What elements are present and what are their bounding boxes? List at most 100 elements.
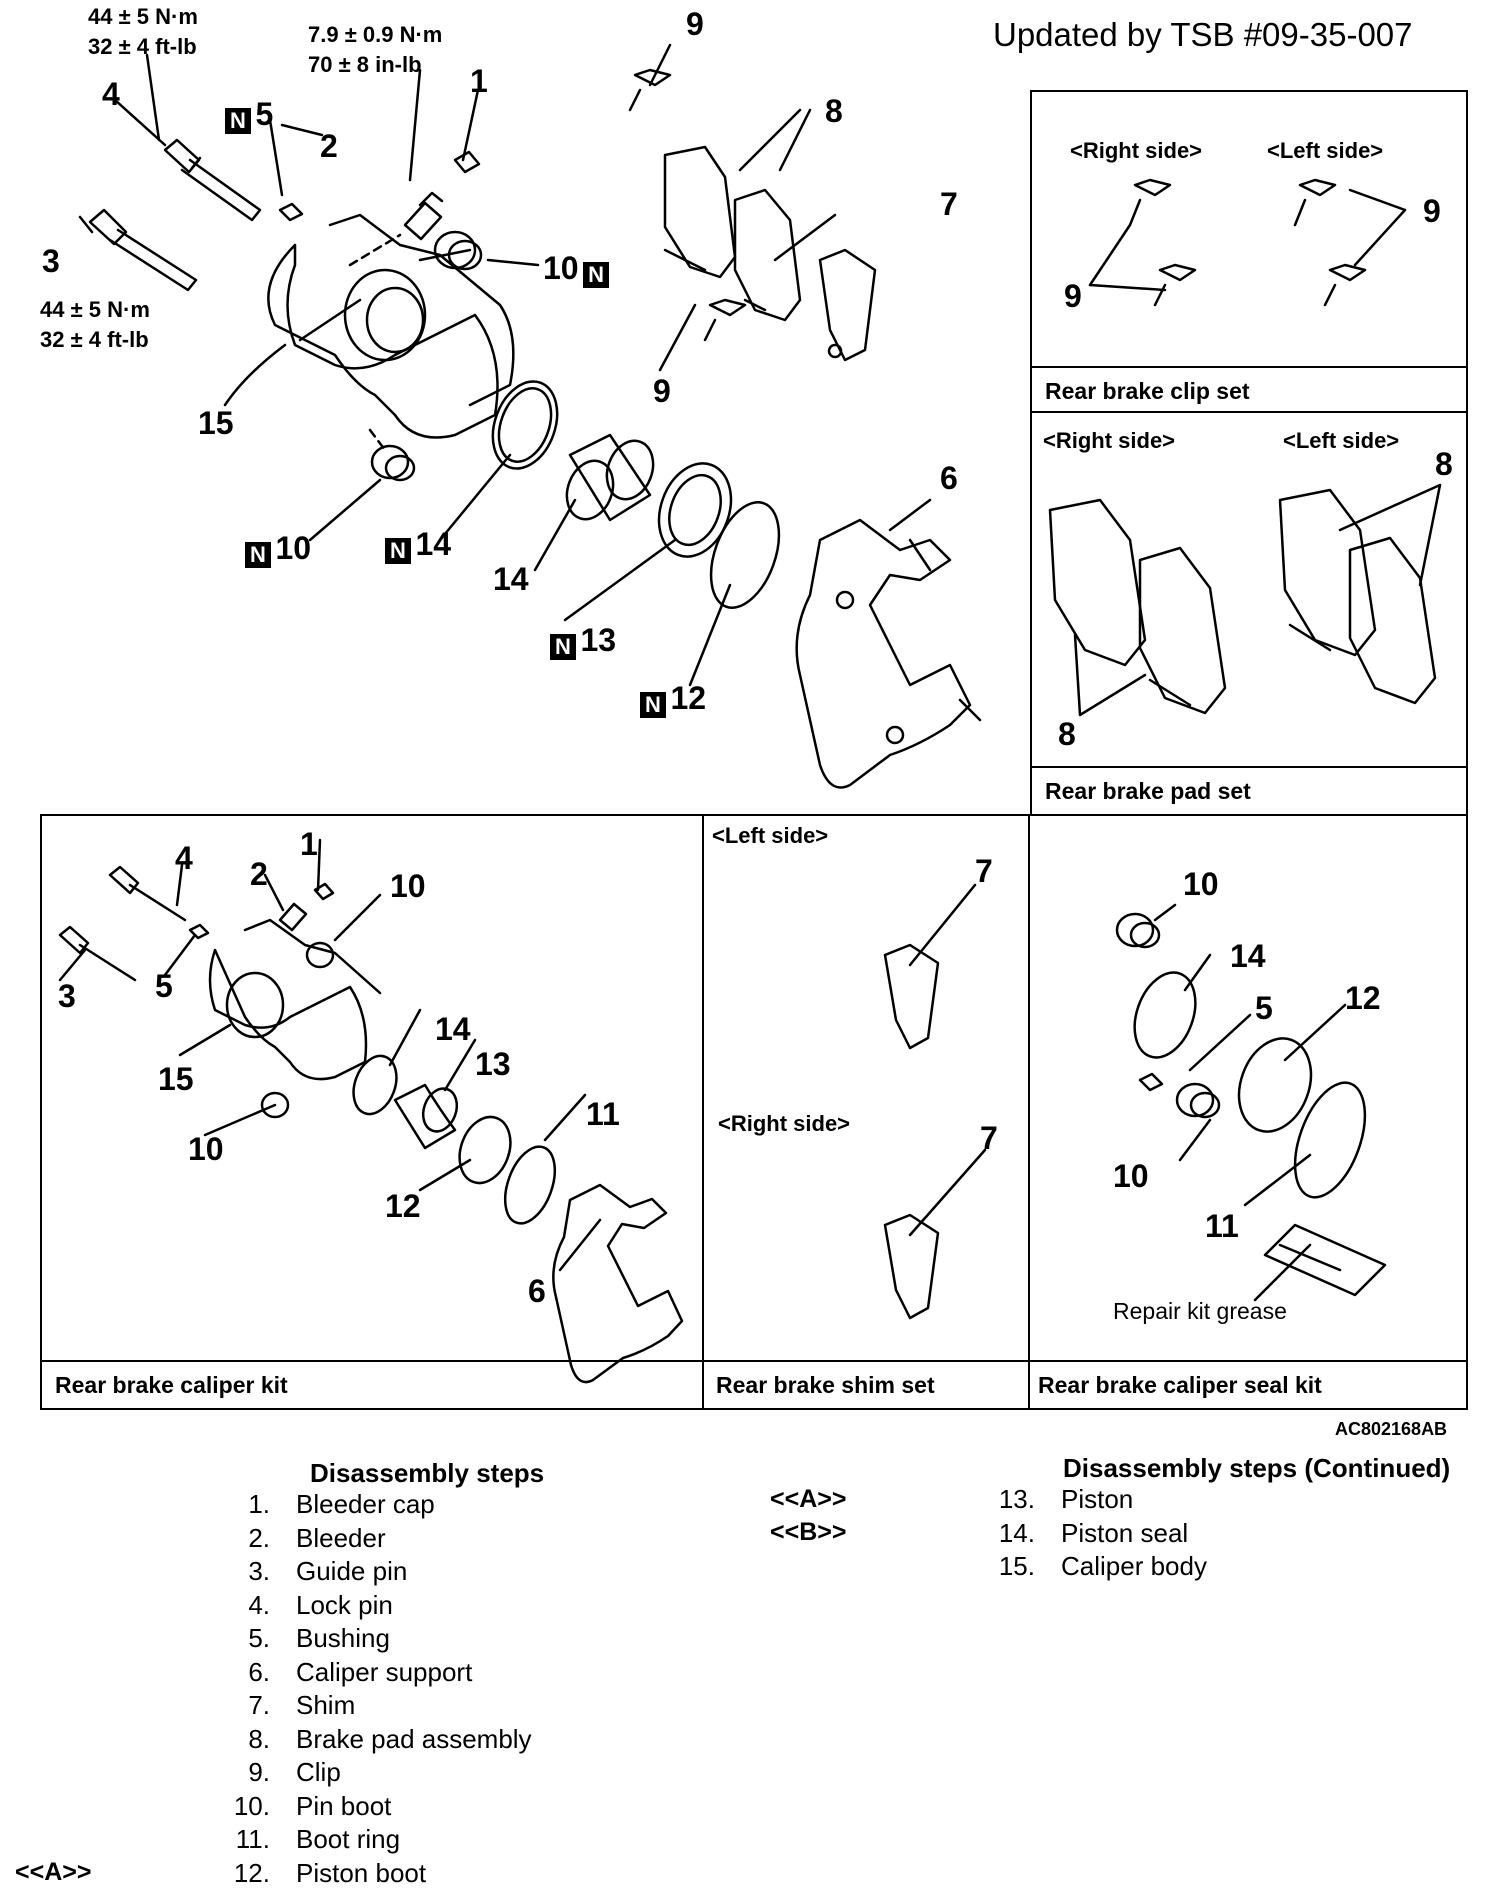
new-part-badge: N — [640, 692, 666, 718]
steps-list-left: 1.Bleeder cap 2.Bleeder 3.Guide pin 4.Lo… — [210, 1488, 532, 1890]
steps-list-right: 13.Piston 14.Piston seal 15.Caliper body — [975, 1483, 1207, 1584]
kit-callout-3: 3 — [58, 980, 76, 1012]
shim-set-right-label: <Right side> — [718, 1113, 850, 1135]
callout-8: 8 — [825, 95, 843, 127]
torque-lock-pin-ftlb: 32 ± 4 ft-lb — [88, 32, 198, 62]
step-row: 1.Bleeder cap — [210, 1488, 532, 1522]
new-part-badge: N — [583, 262, 609, 288]
callout-9-top: 9 — [686, 8, 704, 40]
seal-callout-5: 5 — [1255, 992, 1273, 1024]
callout-13: 14 — [493, 563, 529, 595]
callout-5-group: N 5 — [225, 98, 273, 134]
shim-set-caption: Rear brake shim set — [716, 1374, 935, 1397]
step-row: 4.Lock pin — [210, 1589, 532, 1623]
shim-set-callout-7-left: 7 — [975, 855, 993, 887]
ref-piston-boot: <<A>> — [15, 1860, 91, 1885]
callout-14: 14 — [415, 526, 451, 562]
pad-set-right-label: <Right side> — [1043, 430, 1175, 452]
callout-10-top: 10 — [543, 250, 579, 286]
torque-lock-pin: 44 ± 5 N·m 32 ± 4 ft-lb — [88, 2, 198, 62]
callout-11: 12 — [670, 680, 706, 716]
callout-10-lower: 10 — [275, 530, 311, 566]
caliper-kit-caption: Rear brake caliper kit — [55, 1374, 288, 1397]
torque-bleeder-nm: 7.9 ± 0.9 N·m — [308, 20, 442, 50]
callout-14-group: N 14 — [385, 528, 451, 564]
pin-boot-lower-drawing — [372, 446, 414, 480]
seal-callout-10-lower: 10 — [1113, 1160, 1149, 1192]
kit-callout-11: 11 — [586, 1098, 620, 1130]
kit-callout-1: 1 — [300, 828, 318, 860]
seal-kit-caption: Rear brake caliper seal kit — [1038, 1374, 1322, 1397]
guide-pin-drawing — [90, 210, 196, 290]
steps-title: Disassembly steps — [310, 1460, 544, 1486]
new-part-badge: N — [225, 108, 251, 134]
caliper-body-drawing — [268, 215, 513, 438]
torque-lock-pin-nm: 44 ± 5 N·m — [88, 2, 198, 32]
pin-boot-top-drawing — [435, 232, 481, 269]
piston-drawing — [559, 434, 661, 525]
kit-callout-15: 15 — [158, 1063, 194, 1095]
brake-pad-main-drawing — [665, 147, 800, 320]
callout-12-group: N 13 — [550, 624, 616, 660]
new-part-badge: N — [550, 634, 576, 660]
bleeder-cap-drawing — [455, 152, 479, 172]
callout-10-lower-group: N 10 — [245, 532, 311, 568]
figure-id: AC802168AB — [1335, 1420, 1447, 1438]
torque-bleeder-inlb: 70 ± 8 in-lb — [308, 50, 442, 80]
kit-callout-2: 2 — [250, 858, 268, 890]
torque-guide-pin-ftlb: 32 ± 4 ft-lb — [40, 325, 150, 355]
callout-3: 3 — [42, 245, 60, 277]
step-row: 9.Clip — [210, 1756, 532, 1790]
torque-guide-pin-nm: 44 ± 5 N·m — [40, 295, 150, 325]
pad-set-caption: Rear brake pad set — [1045, 780, 1251, 803]
step-row: 3.Guide pin — [210, 1555, 532, 1589]
kit-callout-13: 13 — [475, 1048, 511, 1080]
kit-callout-6: 6 — [528, 1275, 546, 1307]
seal-callout-14: 14 — [1230, 940, 1266, 972]
step-row: 14.Piston seal — [975, 1517, 1207, 1551]
pad-set-callout-8-left: 8 — [1435, 448, 1453, 480]
pad-set-panel — [1030, 411, 1468, 816]
callout-2: 2 — [320, 130, 338, 162]
callout-7: 7 — [940, 188, 958, 220]
clip-top-drawing — [630, 70, 670, 110]
ref-piston: <<A>> — [770, 1487, 846, 1512]
callout-9-lower: 9 — [653, 375, 671, 407]
kit-callout-4: 4 — [175, 842, 193, 874]
new-part-badge: N — [385, 538, 411, 564]
new-part-badge: N — [245, 542, 271, 568]
callout-4: 4 — [102, 78, 120, 110]
shim-main-drawing — [820, 250, 875, 360]
step-row: 6.Caliper support — [210, 1656, 532, 1690]
kit-callout-10-top: 10 — [390, 870, 426, 902]
bleeder-drawing — [405, 193, 442, 239]
callout-11-group: N 12 — [640, 682, 706, 718]
seal-callout-11: 11 — [1205, 1210, 1239, 1242]
piston-seal-drawing — [481, 372, 568, 477]
bushing-drawing — [280, 204, 302, 220]
clip-set-callout-9-right: 9 — [1064, 280, 1082, 312]
pad-set-left-label: <Left side> — [1283, 430, 1399, 452]
torque-guide-pin: 44 ± 5 N·m 32 ± 4 ft-lb — [40, 295, 150, 355]
clip-set-callout-9-left: 9 — [1423, 195, 1441, 227]
clip-lower-drawing — [705, 300, 745, 340]
shim-set-callout-7-right: 7 — [980, 1122, 998, 1154]
step-row: 2.Bleeder — [210, 1522, 532, 1556]
step-row: 10.Pin boot — [210, 1790, 532, 1824]
callout-12: 13 — [580, 622, 616, 658]
clip-set-right-label: <Right side> — [1070, 140, 1202, 162]
callout-5: 5 — [255, 96, 273, 132]
step-row: 15.Caliper body — [975, 1550, 1207, 1584]
kit-callout-12: 12 — [385, 1190, 421, 1222]
step-row: 7.Shim — [210, 1689, 532, 1723]
seal-callout-10-top: 10 — [1183, 868, 1219, 900]
clip-set-left-label: <Left side> — [1267, 140, 1383, 162]
callout-6: 6 — [940, 462, 958, 494]
torque-bleeder: 7.9 ± 0.9 N·m 70 ± 8 in-lb — [308, 20, 442, 80]
step-row: 11.Boot ring — [210, 1823, 532, 1857]
kit-callout-10-lower: 10 — [188, 1133, 224, 1165]
callout-15: 15 — [198, 407, 234, 439]
caliper-support-drawing — [797, 520, 980, 788]
update-note: Updated by TSB #09-35-007 — [993, 18, 1413, 51]
pad-set-callout-8-right: 8 — [1058, 718, 1076, 750]
